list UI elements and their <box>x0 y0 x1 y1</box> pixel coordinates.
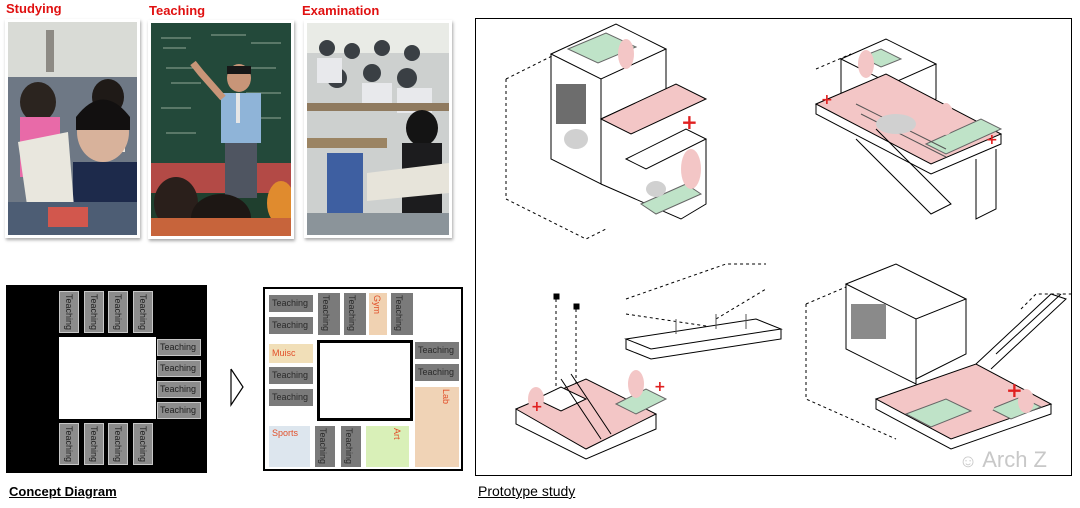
prototype-top-right-drawing <box>814 38 1003 220</box>
plan-teaching-bottom-2: Teaching <box>341 426 361 467</box>
plan-teaching-left-1: Teaching <box>269 295 313 312</box>
photo-examination <box>304 20 452 238</box>
plan-teaching-top-1: Teaching <box>318 293 340 335</box>
concept-top-block-2: Teaching <box>84 291 104 333</box>
plan-central-courtyard <box>317 340 413 421</box>
chat-bubble-icon: ☺ <box>958 451 978 471</box>
studying-photo-illustration <box>8 22 137 235</box>
prototype-study-title: Prototype study <box>478 483 576 499</box>
red-plus-icon: + <box>821 92 833 108</box>
red-plus-icon: + <box>681 110 698 134</box>
plan-teaching-top-3: Teaching <box>391 293 413 335</box>
concept-top-block-3: Teaching <box>108 291 128 333</box>
red-plus-icon: + <box>1006 378 1023 402</box>
plan-art: Art <box>366 426 409 467</box>
concept-right-block-4: Teaching <box>157 402 201 419</box>
examination-photo-illustration <box>307 23 449 235</box>
prototype-study-panel: + + + + + + ☺ Arch Z <box>475 18 1072 476</box>
red-plus-icon: + <box>654 379 666 395</box>
photo-teaching <box>148 20 294 239</box>
concept-right-block-1: Teaching <box>157 339 201 356</box>
plan-teaching-left-3: Teaching <box>269 367 313 384</box>
concept-right-block-2: Teaching <box>157 360 201 377</box>
prototype-bottom-left-drawing <box>514 263 783 460</box>
chevron-right-icon <box>230 368 244 407</box>
plan-music: Muisc <box>269 344 313 363</box>
caption-teaching: Teaching <box>149 3 206 18</box>
plan-teaching-left-4: Teaching <box>269 389 313 406</box>
school-plan-diagram: Teaching Teaching Teaching Teaching Gym … <box>263 287 463 471</box>
concept-diagram-title: Concept Diagram <box>9 484 117 499</box>
plan-teaching-bottom-1: Teaching <box>315 426 335 467</box>
red-plus-icon: + <box>531 399 543 415</box>
concept-central-void <box>59 337 156 419</box>
concept-bottom-block-4: Teaching <box>133 423 153 465</box>
photo-studying <box>5 19 140 238</box>
concept-bottom-block-1: Teaching <box>59 423 79 465</box>
plan-sports: Sports <box>269 426 310 467</box>
concept-bottom-block-3: Teaching <box>108 423 128 465</box>
concept-right-block-3: Teaching <box>157 381 201 398</box>
red-plus-icon: + <box>986 132 998 148</box>
concept-bottom-block-2: Teaching <box>84 423 104 465</box>
prototype-bottom-right-drawing <box>805 263 1071 450</box>
prototype-axonometric-drawings: + + + + + + <box>505 23 1071 460</box>
prototype-top-left-drawing <box>505 23 708 240</box>
caption-examination: Examination <box>302 3 380 18</box>
concept-diagram: Teaching Teaching Teaching Teaching Teac… <box>6 285 207 473</box>
caption-studying: Studying <box>6 1 62 16</box>
teaching-photo-illustration <box>151 23 291 236</box>
concept-top-block-4: Teaching <box>133 291 153 333</box>
plan-teaching-left-2: Teaching <box>269 317 313 334</box>
plan-teaching-top-2: Teaching <box>344 293 366 335</box>
concept-top-block-1: Teaching <box>59 291 79 333</box>
watermark: ☺ Arch Z <box>958 447 1047 472</box>
plan-teaching-right-2: Teaching <box>415 364 459 381</box>
plan-lab: Lab <box>415 387 459 467</box>
plan-teaching-right-1: Teaching <box>415 342 459 359</box>
plan-gym: Gym <box>369 293 387 335</box>
